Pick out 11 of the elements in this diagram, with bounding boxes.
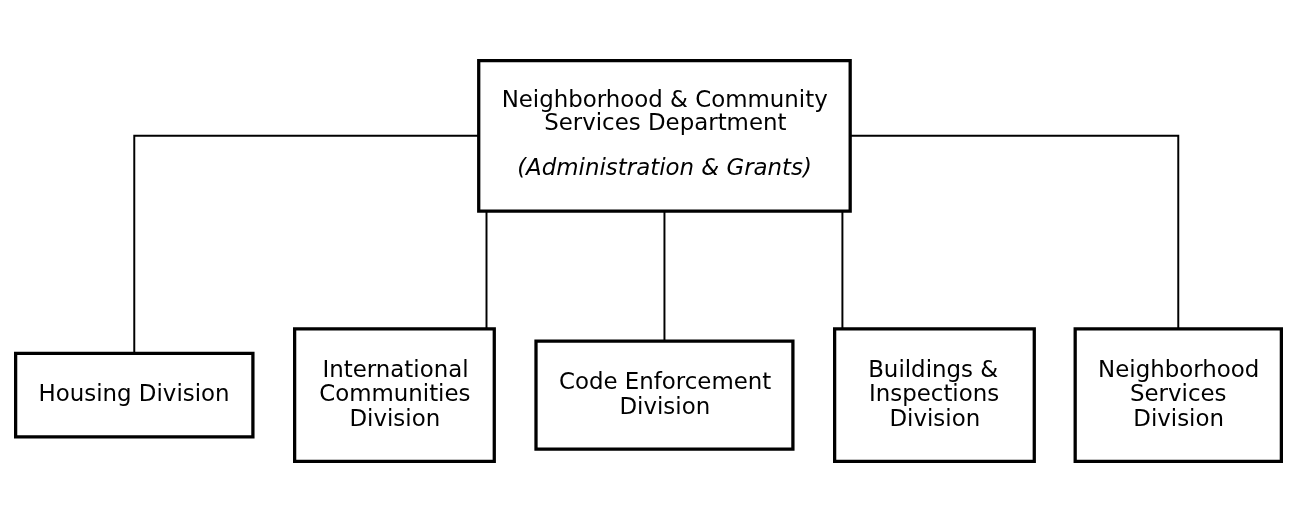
node-box: Neighborhood Services Division: [1073, 326, 1283, 463]
node-box: Neighborhood & Community Services Department (Administration & Grants): [477, 58, 852, 213]
connector: [849, 134, 1180, 329]
node-box: Buildings & Inspections Division: [833, 326, 1036, 463]
connector: [133, 134, 480, 354]
node-box: Housing Division: [14, 351, 255, 439]
connector: [841, 210, 844, 330]
connector: [663, 210, 666, 341]
connector: [485, 210, 488, 330]
node-box: Code Enforcement Division: [534, 339, 795, 451]
node-box: International Communities Division: [293, 326, 496, 463]
